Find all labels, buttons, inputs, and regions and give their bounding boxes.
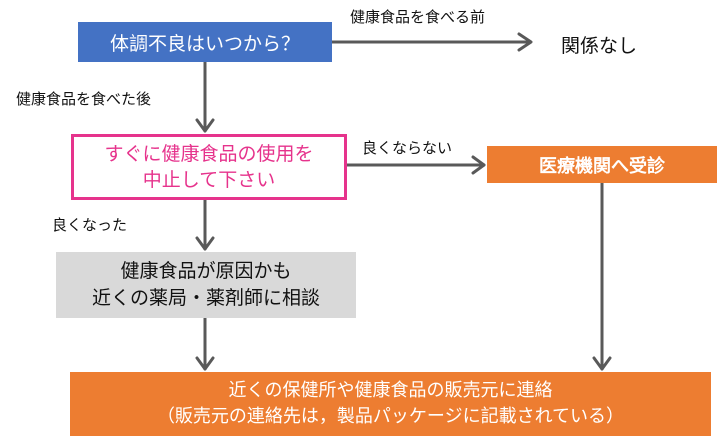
consult-box: 健康食品が原因かも 近くの薬局・薬剤師に相談	[56, 252, 356, 318]
edge-label-before-eating: 健康食品を食べる前	[350, 8, 486, 26]
consult-line-1: 健康食品が原因かも	[120, 260, 292, 282]
hospital-text: 医療機関へ受診	[539, 155, 665, 177]
stop-use-line-2: 中止して下さい	[142, 169, 276, 191]
arrowhead-contact-right	[592, 356, 612, 371]
hospital-box: 医療機関へ受診	[487, 146, 717, 183]
edge-label-got-better: 良くなった	[52, 216, 128, 234]
question-box: 体調不良はいつから？	[78, 22, 332, 62]
arrowhead-stop	[195, 118, 215, 133]
contact-line-1: 近くの保健所や健康食品の販売元に連絡	[228, 380, 553, 401]
question-text: 体調不良はいつから？	[109, 32, 300, 55]
edge-label-not-better: 良くならない	[362, 139, 453, 157]
arrowhead-contact-left	[195, 356, 215, 371]
consult-line-2: 近くの薬局・薬剤師に相談	[91, 287, 320, 309]
arrowhead-consult	[195, 236, 215, 251]
stop-use-line-1: すぐに健康食品の使用を	[104, 143, 314, 165]
contact-line-2: （販売元の連絡先は，製品パッケージに記載されている）	[156, 406, 625, 427]
edge-label-after-eating: 健康食品を食べた後	[16, 90, 152, 108]
no-relation-text: 関係なし	[561, 35, 638, 57]
stop-use-box: すぐに健康食品の使用を 中止して下さい	[71, 134, 347, 200]
arrowhead-hospital	[471, 155, 486, 175]
contact-box: 近くの保健所や健康食品の販売元に連絡 （販売元の連絡先は，製品パッケージに記載さ…	[70, 372, 711, 436]
arrowhead-no-relation	[517, 32, 533, 52]
